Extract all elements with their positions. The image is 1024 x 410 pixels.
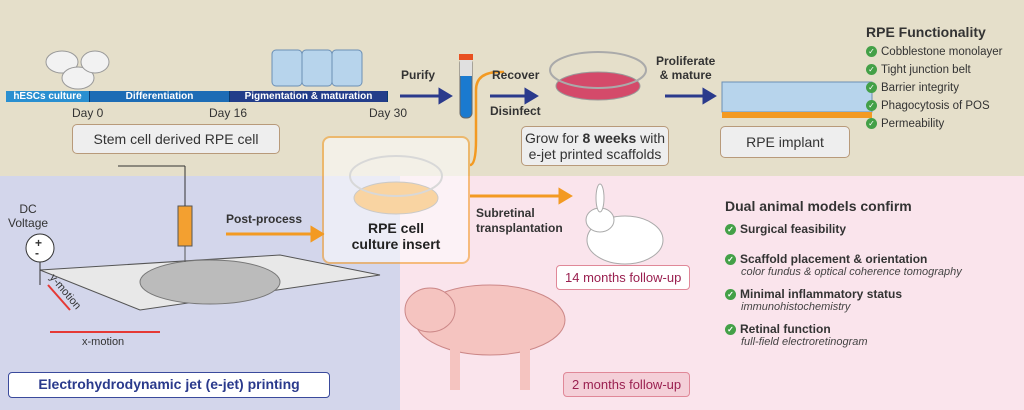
implant-box: RPE implant <box>720 126 850 158</box>
pig-icon <box>404 284 566 390</box>
stem-cells-icon <box>45 50 110 90</box>
dual-title: Dual animal models confirm <box>725 198 912 214</box>
day-30: Day 30 <box>369 106 408 120</box>
post-process-label: Post-process <box>226 212 303 226</box>
check-icon: ✓ <box>725 324 736 336</box>
x-motion-label: x-motion <box>82 336 125 348</box>
rpe-item: ✓Barrier integrity <box>866 82 1002 94</box>
rpe-functionality-title: RPE Functionality <box>866 24 986 40</box>
orange-arrows <box>226 187 573 243</box>
rpe-cells-icon <box>271 49 363 87</box>
tube-icon <box>459 54 473 119</box>
rabbit-followup: 14 months follow-up <box>556 265 691 290</box>
rpe-item: ✓Cobblestone monolayer <box>866 46 1002 58</box>
ejet-title: Electrohydrodynamic jet (e-jet) printing <box>8 372 330 398</box>
printer-icon <box>25 165 381 333</box>
check-icon: ✓ <box>866 64 877 76</box>
disinfect-label: Disinfect <box>490 104 541 118</box>
dual-models: Dual animal models confirm ✓Surgical fea… <box>725 198 962 357</box>
day-16: Day 16 <box>209 106 248 120</box>
day-0: Day 0 <box>72 106 104 120</box>
stage-differentiation: Differentiation <box>90 91 230 102</box>
check-icon: ✓ <box>866 82 877 94</box>
polarity: +- <box>35 236 43 260</box>
dish-icon <box>549 51 647 101</box>
recover-label: Recover <box>492 68 540 82</box>
check-icon: ✓ <box>866 118 877 130</box>
proliferate-label: Proliferate& mature <box>656 54 716 82</box>
check-icon: ✓ <box>725 254 736 266</box>
check-icon: ✓ <box>725 224 736 236</box>
purify-label: Purify <box>401 68 436 82</box>
rpe-item: ✓Permeability <box>866 118 1002 130</box>
insert-card <box>322 136 470 264</box>
timeline: hESCs culture Differentiation Pigmentati… <box>6 91 388 102</box>
dual-item: ✓Surgical feasibility <box>725 222 962 236</box>
rpe-implant-icon <box>721 81 873 118</box>
arrow-icon <box>400 87 717 105</box>
check-icon: ✓ <box>725 289 736 301</box>
stem-cell-box: Stem cell derived RPE cell <box>72 124 280 154</box>
pig-followup: 2 months follow-up <box>563 372 691 397</box>
check-icon: ✓ <box>866 100 877 112</box>
rpe-item: ✓Phagocytosis of POS <box>866 100 1002 112</box>
rabbit-icon <box>585 183 664 265</box>
orange-connector <box>469 70 504 167</box>
stage-hescs: hESCs culture <box>6 91 90 102</box>
rpe-functionality: RPE Functionality ✓Cobblestone monolayer… <box>866 24 1002 136</box>
check-icon: ✓ <box>866 46 877 58</box>
stage-pigmentation: Pigmentation & maturation <box>230 91 388 102</box>
rpe-item: ✓Tight junction belt <box>866 64 1002 76</box>
